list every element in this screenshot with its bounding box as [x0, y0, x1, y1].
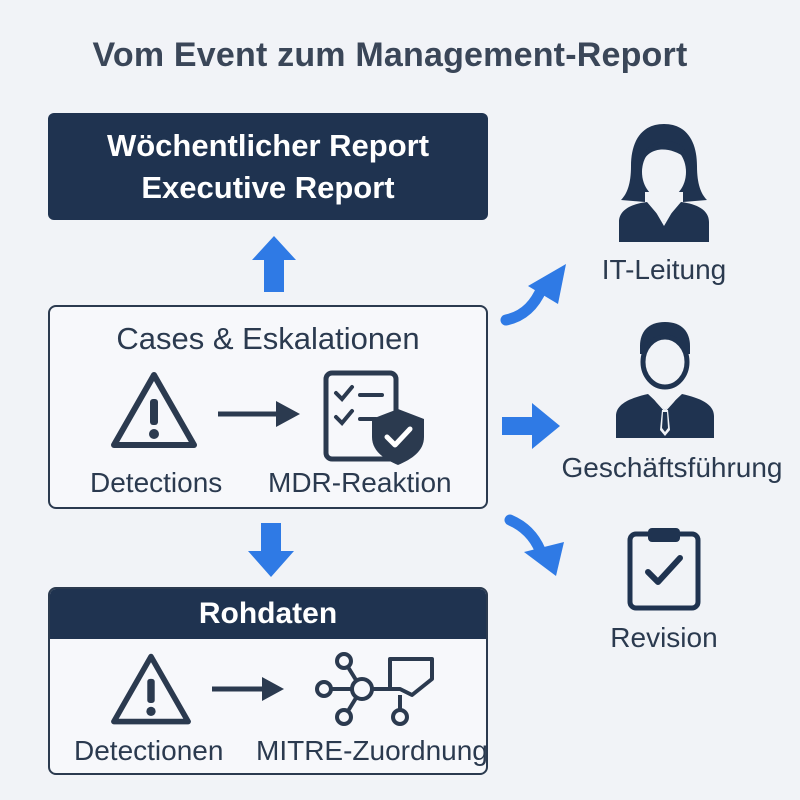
raw-left-label: Detectionen — [74, 735, 224, 766]
audience-label-geschaeftsfuehrung: Geschäftsführung — [561, 452, 783, 483]
arrow-right-icon — [218, 401, 300, 427]
arrow-curve-down-icon — [504, 514, 564, 576]
arrow-right-icon — [212, 677, 284, 701]
executive-report-box: Wöchentlicher Report Executive Report — [48, 113, 488, 220]
network-icon — [315, 652, 434, 726]
woman-icon — [619, 124, 709, 242]
arrow-down-icon — [248, 523, 294, 577]
cases-left-label: Detections — [90, 467, 223, 498]
arrow-up-icon — [252, 236, 296, 292]
cases-title: Cases & Eskalationen — [116, 321, 420, 356]
cases-right-label: MDR-Reaktion — [268, 467, 452, 498]
arrow-curve-up-icon — [500, 264, 566, 326]
checklist-shield-icon — [323, 370, 424, 465]
report-line-1: Wöchentlicher Report — [106, 127, 430, 163]
businessman-icon — [616, 322, 714, 438]
raw-data-title: Rohdaten — [50, 589, 486, 639]
cases-box: Cases & Eskalationen Detections MDR-Reak… — [48, 305, 488, 509]
clipboard-check-icon — [627, 528, 701, 611]
warning-icon — [111, 653, 191, 725]
audience-label-it-leitung: IT-Leitung — [601, 254, 727, 285]
audience-label-revision: Revision — [610, 622, 718, 653]
raw-data-box: Rohdaten Detectionen MITRE-Zuordnung — [48, 587, 488, 775]
arrow-right-blue-icon — [502, 403, 560, 449]
warning-icon — [111, 372, 197, 448]
report-line-2: Executive Report — [141, 169, 395, 205]
raw-right-label: MITRE-Zuordnung — [256, 735, 488, 766]
page-title: Vom Event zum Management-Report — [92, 36, 688, 74]
